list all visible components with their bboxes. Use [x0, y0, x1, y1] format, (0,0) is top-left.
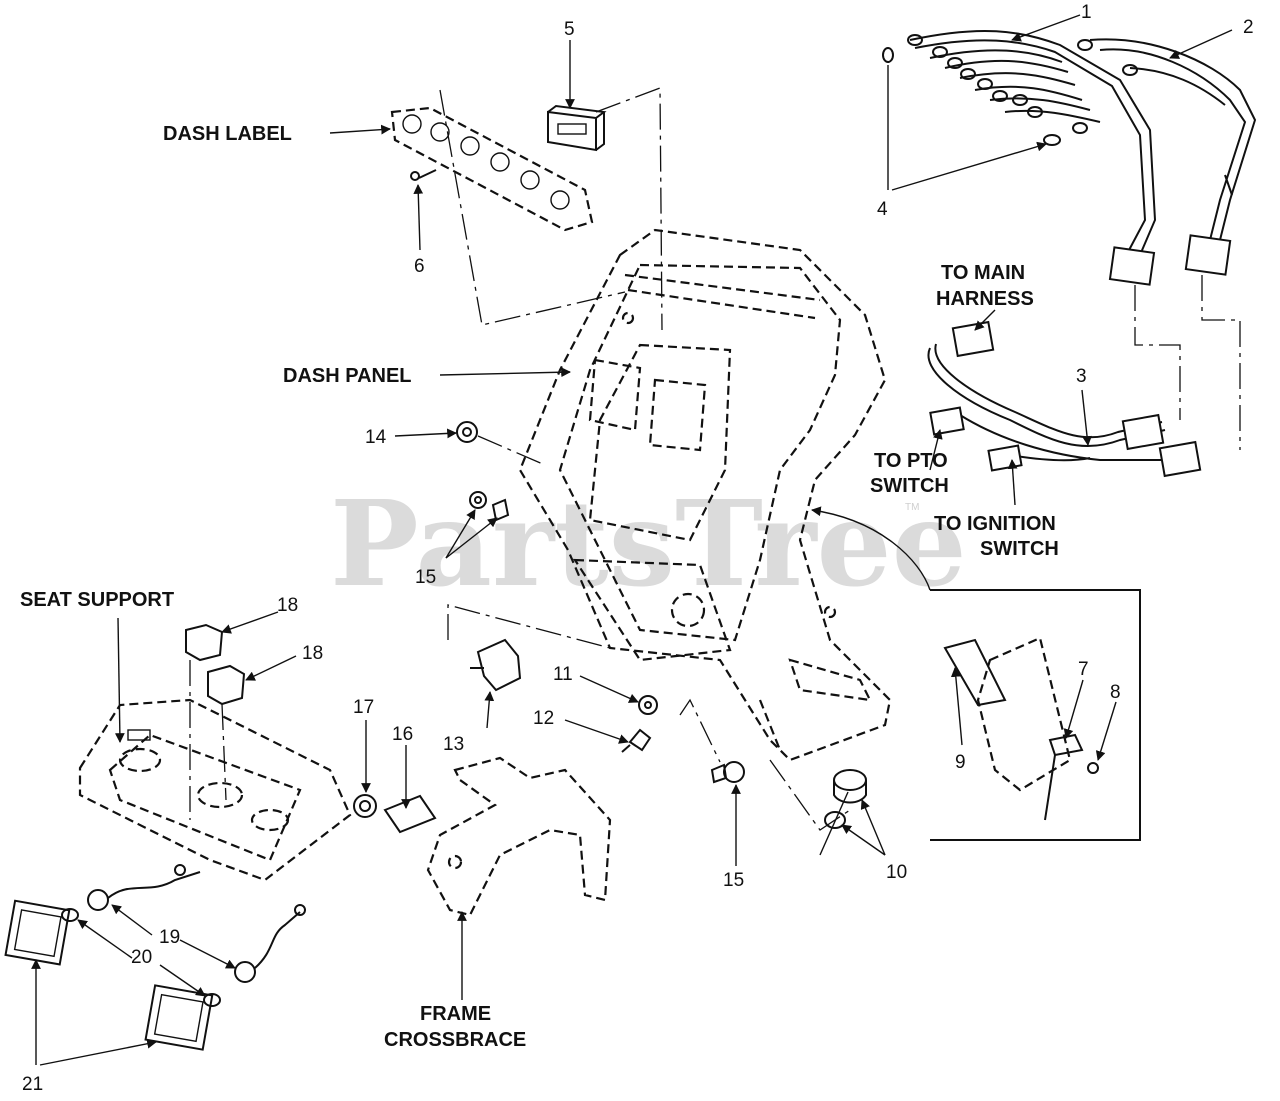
callout-14: 14 [365, 427, 387, 448]
socket-part-17 [353, 794, 377, 818]
bulb-part-20a [61, 908, 79, 922]
callout-18b: 18 [302, 643, 323, 664]
seat-switch-part-18b [207, 664, 246, 801]
leader-lines [31, 14, 1233, 1066]
socket-harness-19a [87, 864, 201, 911]
callout-12: 12 [533, 708, 554, 729]
callout-20: 20 [131, 947, 152, 968]
callout-11: 11 [553, 664, 573, 685]
callout-17: 17 [353, 697, 374, 718]
callout-4: 4 [877, 199, 888, 220]
headlight-part-21b [144, 984, 214, 1051]
wire-harness-1 [907, 29, 1157, 286]
seat-switch-part-18a [185, 623, 224, 820]
callout-3: 3 [1076, 366, 1087, 387]
ignition-part-10 [824, 769, 867, 829]
to-ignition-switch-text-2: SWITCH [980, 538, 1059, 560]
inset-detail [811, 506, 1141, 841]
hour-meter-part [547, 104, 607, 152]
callout-19: 19 [159, 927, 180, 948]
screw-part [410, 169, 437, 181]
callout-1: 1 [1081, 2, 1092, 23]
watermark: PartsTree [330, 474, 967, 613]
to-pto-switch-text-2: SWITCH [870, 475, 949, 497]
to-main-harness-text-1: TO MAIN [941, 262, 1025, 284]
to-pto-switch-text-1: TO PTO [874, 450, 948, 472]
to-ignition-switch-text-1: TO IGNITION [934, 513, 1056, 535]
callout-16: 16 [392, 724, 413, 745]
callout-15a: 15 [415, 567, 436, 588]
dash-label-text: DASH LABEL [163, 123, 292, 145]
switch-part-13 [470, 638, 522, 692]
phantom-line-harness1 [1134, 285, 1181, 420]
socket-harness-19b [234, 904, 306, 983]
callout-5: 5 [564, 19, 575, 40]
callout-9: 9 [955, 752, 966, 773]
nut-part-11 [638, 695, 658, 715]
frame-crossbrace-text-2: CROSSBRACE [384, 1029, 526, 1051]
callout-10: 10 [886, 862, 907, 883]
connector-part-16 [383, 794, 437, 834]
dash-label-part [390, 106, 594, 232]
dash-panel-text: DASH PANEL [283, 365, 412, 387]
phantom-line-meter [595, 87, 663, 331]
callout-8: 8 [1110, 682, 1121, 703]
light-switch-part-15 [710, 761, 745, 784]
callout-13: 13 [443, 734, 464, 755]
phantom-line-ignition [769, 759, 851, 831]
key-part-12 [621, 728, 652, 753]
dash-panel-part [518, 228, 892, 762]
phantom-line-harness2 [1201, 275, 1241, 450]
nut-part-15a [469, 491, 510, 522]
nut-part-14 [456, 421, 546, 466]
callout-6: 6 [414, 256, 425, 277]
to-main-harness-text-2: HARNESS [936, 288, 1034, 310]
callout-2: 2 [1243, 17, 1254, 38]
seat-support-part [78, 698, 352, 882]
phantom-line-light [679, 698, 721, 763]
watermark-trademark: TM [905, 502, 919, 513]
callout-15b: 15 [723, 870, 744, 891]
seat-support-text: SEAT SUPPORT [20, 589, 174, 611]
headlight-part-21a [4, 899, 71, 966]
wire-harness-2 [1077, 38, 1257, 276]
callout-18a: 18 [277, 595, 298, 616]
fuse-part [882, 47, 1061, 146]
frame-crossbrace-part [426, 756, 612, 917]
phantom-line-switch [447, 604, 611, 649]
bulb-part-20b [203, 993, 221, 1007]
callout-7: 7 [1078, 659, 1089, 680]
callout-21: 21 [22, 1074, 43, 1095]
frame-crossbrace-text-1: FRAME [420, 1003, 491, 1025]
phantom-line-label [439, 89, 626, 326]
